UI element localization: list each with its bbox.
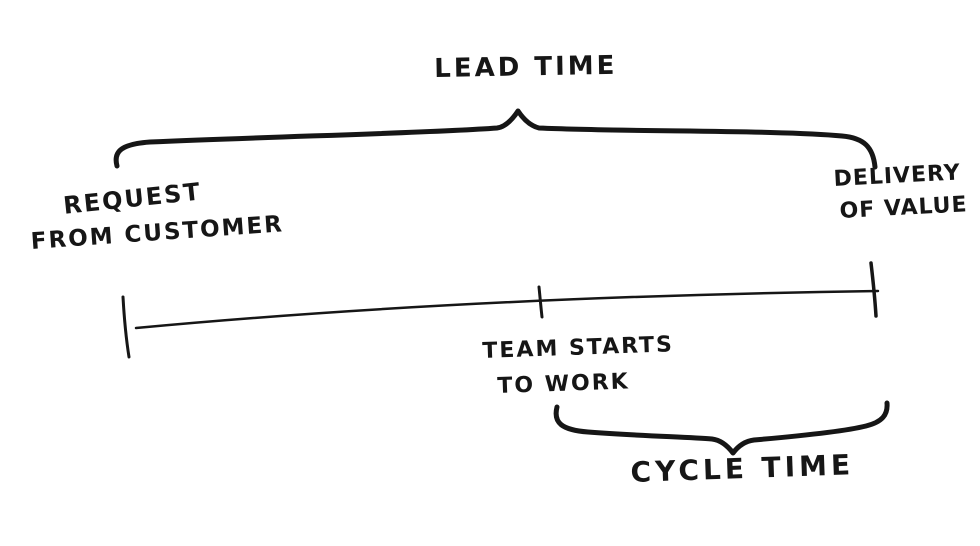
tick-team-start-icon — [537, 285, 544, 319]
cycle-time-brace — [553, 400, 890, 456]
lead-time-label: LEAD TIME — [434, 50, 618, 84]
timeline-line — [134, 289, 880, 330]
tick-request-icon — [121, 295, 131, 359]
team-starts-label-line2: TO WORK — [497, 369, 631, 399]
lead-time-brace — [113, 108, 878, 170]
tick-delivery-icon — [869, 261, 878, 318]
